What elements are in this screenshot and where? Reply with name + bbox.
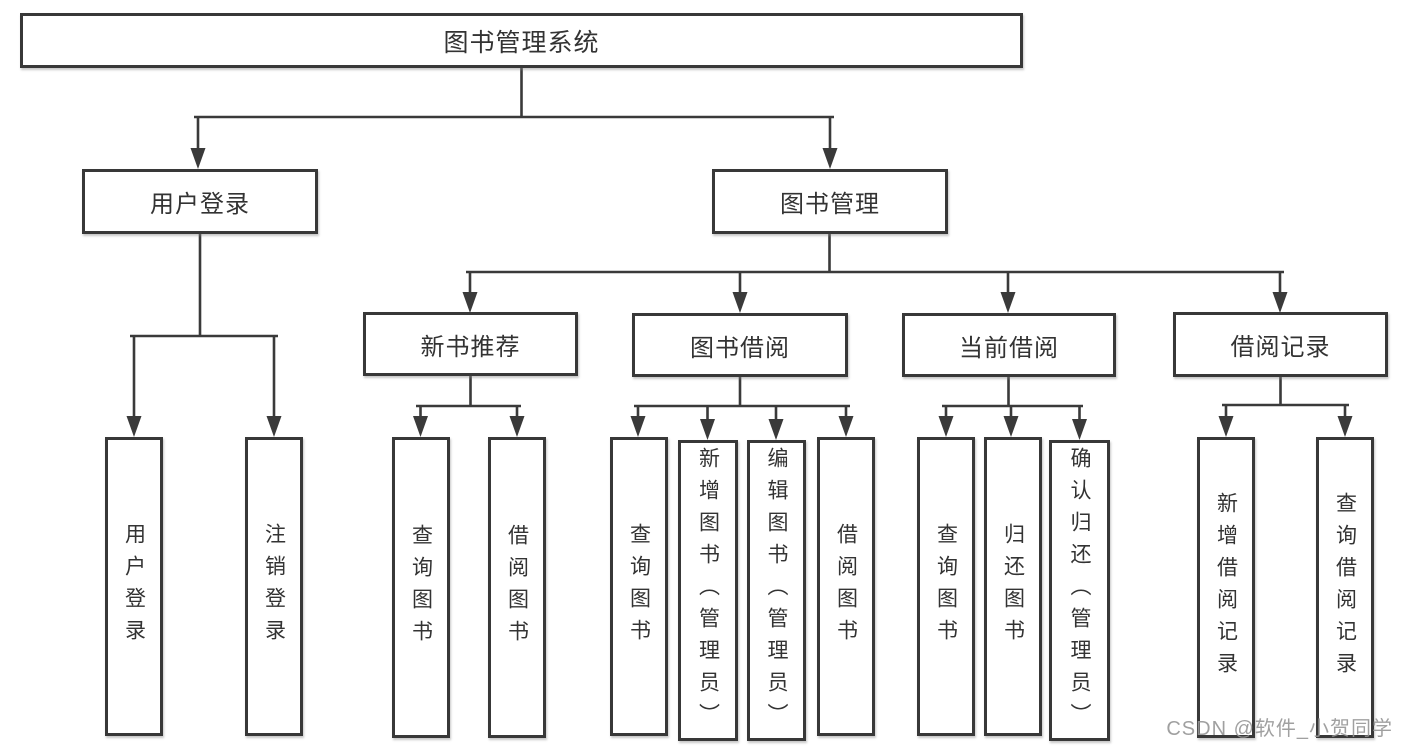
leaf-borrow-books-label: 借阅图书 — [834, 522, 858, 651]
leaf-edit-book-admin: 编辑图书（管理员） — [747, 440, 806, 741]
leaf-add-borrow-record: 新增借阅记录 — [1197, 437, 1255, 738]
node-new-book-recommend-label: 新书推荐 — [420, 333, 521, 361]
connector-user-login-children — [126, 234, 282, 437]
connector-root-to-level2 — [190, 68, 838, 169]
leaf-query-borrow-record: 查询借阅记录 — [1316, 437, 1374, 738]
node-user-login: 用户登录 — [82, 169, 318, 234]
node-book-borrow-label: 图书借阅 — [690, 334, 790, 362]
node-new-book-recommend: 新书推荐 — [363, 312, 578, 376]
node-borrow-records-label: 借阅记录 — [1230, 334, 1331, 361]
node-current-borrow-label: 当前借阅 — [959, 334, 1059, 362]
leaf-borrow-books-recommend: 借阅图书 — [488, 437, 546, 738]
leaf-borrow-books: 借阅图书 — [817, 437, 875, 736]
leaf-confirm-return-admin-label: 确认归还（管理员） — [1068, 446, 1091, 735]
leaf-user-login: 用户登录 — [105, 437, 163, 736]
leaf-add-borrow-record-label: 新增借阅记录 — [1214, 491, 1238, 684]
leaf-query-books-recommend: 查询图书 — [392, 437, 450, 738]
leaf-query-books-current: 查询图书 — [917, 437, 975, 736]
connector-book-mgmt-children — [462, 234, 1288, 313]
leaf-query-borrow-record-label: 查询借阅记录 — [1333, 491, 1357, 684]
node-root-label: 图书管理系统 — [443, 28, 600, 57]
connector-borrow-records-children — [1218, 377, 1353, 437]
node-book-management-label: 图书管理 — [780, 191, 880, 218]
connector-book-borrow-children — [630, 377, 854, 440]
node-book-management: 图书管理 — [712, 169, 948, 234]
node-user-login-label: 用户登录 — [150, 191, 250, 218]
leaf-edit-book-admin-label: 编辑图书（管理员） — [765, 446, 788, 735]
leaf-add-book-admin: 新增图书（管理员） — [678, 440, 738, 741]
leaf-return-books-label: 归还图书 — [1001, 522, 1025, 651]
leaf-borrow-books-recommend-label: 借阅图书 — [505, 523, 529, 652]
leaf-confirm-return-admin: 确认归还（管理员） — [1049, 440, 1110, 741]
leaf-add-book-admin-label: 新增图书（管理员） — [696, 446, 720, 735]
leaf-query-books-borrow: 查询图书 — [610, 437, 668, 736]
node-current-borrow: 当前借阅 — [902, 313, 1116, 377]
leaf-user-login-label: 用户登录 — [122, 522, 146, 651]
leaf-logout: 注销登录 — [245, 437, 303, 736]
connector-current-borrow-children — [938, 377, 1087, 440]
leaf-query-books-current-label: 查询图书 — [934, 522, 958, 651]
node-root-system: 图书管理系统 — [20, 13, 1023, 68]
leaf-return-books: 归还图书 — [984, 437, 1042, 736]
node-book-borrow: 图书借阅 — [632, 313, 848, 377]
node-borrow-records: 借阅记录 — [1173, 312, 1388, 377]
watermark: CSDN @软件_小贺同学 — [1166, 718, 1393, 740]
leaf-logout-label: 注销登录 — [262, 522, 286, 651]
leaf-query-books-recommend-label: 查询图书 — [409, 523, 433, 652]
leaf-query-books-borrow-label: 查询图书 — [627, 522, 651, 651]
connector-new-book-children — [413, 376, 525, 437]
